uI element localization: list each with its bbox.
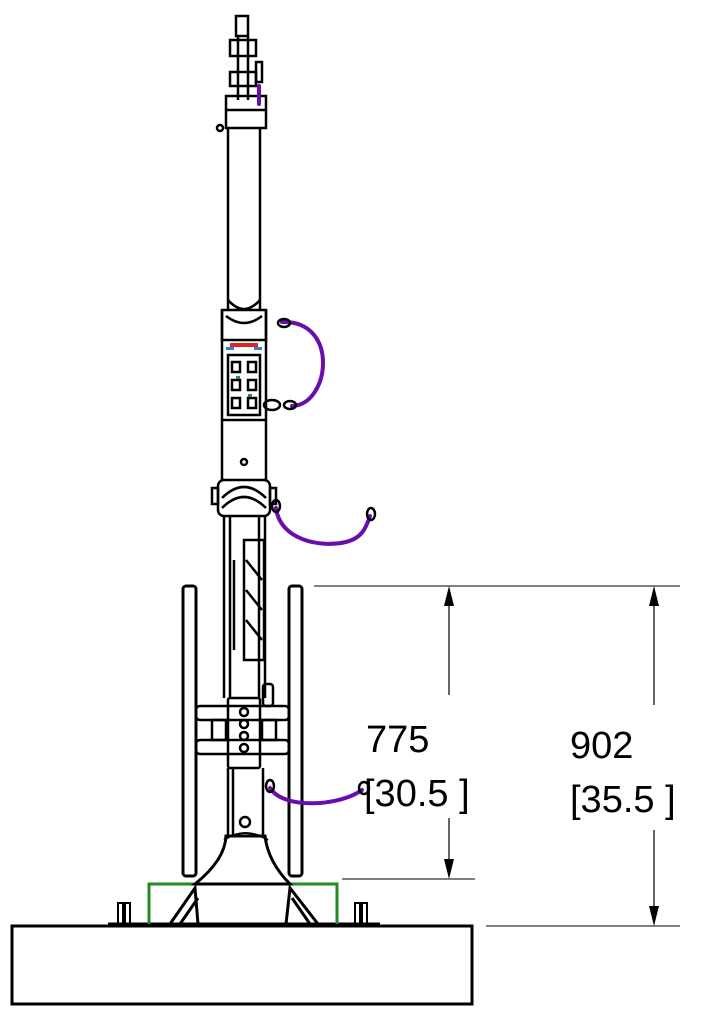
base-bolts: [117, 902, 368, 925]
lower-hose: [268, 786, 364, 806]
base-plate: [10, 924, 474, 1006]
lower-mast: [226, 768, 265, 836]
dimension-outer: 902 [35.5 ]: [475, 585, 680, 927]
dim-inner-value-inch: [30.5 ]: [364, 773, 470, 815]
right-rail: [287, 584, 304, 878]
mast-joint: [210, 478, 278, 518]
lower-hose-fittings: [264, 778, 371, 796]
dim-outer-arrow-top: [649, 586, 659, 606]
middle-mast: [222, 516, 267, 698]
dim-inner-arrow-top: [444, 586, 454, 606]
dim-outer-arrow-bottom: [649, 906, 659, 926]
top-head: [215, 14, 268, 133]
middle-hose: [274, 506, 372, 546]
middle-hose-fittings: [270, 498, 377, 522]
dim-inner-value: 775: [366, 719, 429, 761]
base-cone: [190, 834, 294, 886]
clamp-assembly: [194, 682, 291, 770]
upper-body-accents: [226, 343, 262, 397]
tripod-legs: [168, 883, 320, 925]
upper-hose: [280, 319, 325, 408]
base-cone-cap: [223, 832, 269, 841]
dim-inner-arrow-bottom: [444, 859, 454, 879]
upper-body: [220, 308, 268, 480]
dim-outer-value-inch: [35.5 ]: [570, 779, 676, 821]
left-rail: [181, 584, 198, 878]
dim-outer-value: 902: [570, 725, 633, 767]
green-mount-frame: [147, 882, 339, 924]
dimension-inner: 775 [30.5 ]: [314, 585, 475, 880]
upper-tube: [226, 128, 262, 311]
upper-hose-fittings: [262, 317, 298, 412]
